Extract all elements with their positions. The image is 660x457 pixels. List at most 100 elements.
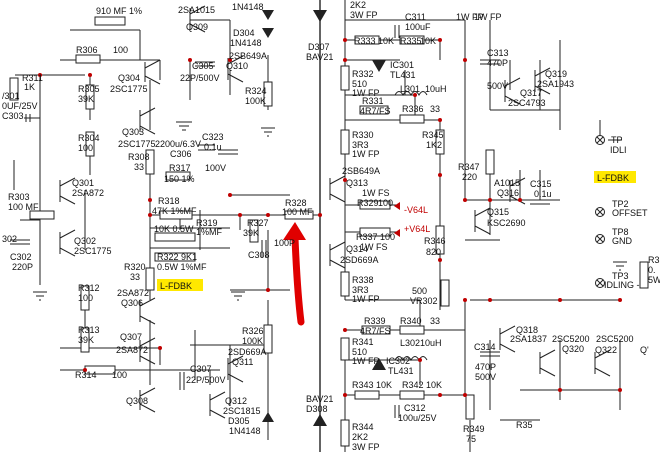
- label-t153: R344: [352, 422, 374, 432]
- label-t80: 2SC1815: [223, 406, 261, 416]
- label-t61: R312: [78, 283, 100, 293]
- label-t37: Q301: [72, 178, 94, 188]
- test-point-tp3[interactable]: [595, 278, 605, 288]
- tag-bg-l-fdbk-left: [157, 279, 203, 291]
- label-t184: Q': [640, 345, 649, 355]
- label-t94: TL431: [390, 70, 416, 80]
- diode-D304b: [262, 28, 274, 38]
- inductor-L301: [394, 91, 428, 97]
- ic-IC302: [372, 358, 386, 370]
- label-t145: IC302: [386, 356, 410, 366]
- diode-D307: [313, 10, 327, 22]
- resistor-R327: [249, 219, 259, 243]
- label-t137: 4R7/FS: [360, 326, 391, 336]
- label-t107: R345: [422, 130, 444, 140]
- label-t109: 2SB649A: [342, 166, 380, 176]
- test-points: [595, 135, 605, 288]
- cap-C311: [394, 25, 400, 38]
- label-t4: Q309: [186, 22, 208, 32]
- label-t126: +V64L: [404, 224, 430, 234]
- test-point-tp-idl[interactable]: [595, 135, 605, 145]
- resistor-R346: [435, 225, 445, 255]
- transistor-Q307: [139, 337, 156, 365]
- label-t85: D307: [308, 42, 330, 52]
- resistor-R341: [340, 337, 350, 361]
- ground-4: [231, 291, 245, 301]
- cap-C306: [198, 144, 215, 151]
- label-t19: R305: [78, 84, 100, 94]
- transistor-Q320: [539, 349, 556, 377]
- resistor-R306: [75, 54, 101, 64]
- label-t122: KSC2690: [487, 218, 526, 228]
- label-t100: L301: [400, 84, 420, 94]
- label-t125: 1W FS: [360, 242, 388, 252]
- label-t140: R341: [352, 337, 374, 347]
- label-t67: 39K: [78, 335, 94, 345]
- label-t129: R346: [424, 236, 446, 246]
- label-t174: IDLING -: [604, 280, 640, 290]
- resistor-R345: [435, 129, 445, 155]
- test-point-tp2[interactable]: [595, 207, 605, 217]
- transistor-Q306: [139, 297, 156, 325]
- test-point-tp8[interactable]: [595, 234, 605, 244]
- label-t117: A1015: [494, 178, 520, 188]
- label-t108: 1K2: [426, 140, 442, 150]
- transistor-Q322: [594, 349, 611, 377]
- label-t150: 100u/25V: [398, 413, 437, 423]
- label-t59: R320: [124, 262, 146, 272]
- resistor-R339: [361, 325, 391, 335]
- label-t136: R339: [364, 316, 386, 326]
- resistor-R337: [359, 227, 391, 237]
- label-t78: Q308: [126, 396, 148, 406]
- label-t123: R337: [356, 232, 378, 242]
- label-t88: R335: [400, 36, 422, 46]
- transistors: [59, 5, 611, 419]
- label-t70: R326: [242, 326, 264, 336]
- label-t162: Q319: [545, 69, 567, 79]
- inductors: [394, 91, 428, 362]
- resistor-R331: [359, 105, 389, 115]
- label-t7: 2SB649A: [229, 51, 267, 61]
- label-t5: D304: [233, 28, 255, 38]
- transistor-Q308: [139, 387, 156, 413]
- label-t74: R314: [75, 370, 97, 380]
- label-t8: R306: [76, 45, 98, 55]
- label-t40: 100 MF: [8, 202, 39, 212]
- transistor-Q316: [509, 177, 526, 205]
- label-t47: 39K: [243, 228, 259, 238]
- label-t167: IDLI: [610, 145, 627, 155]
- label-t87: R333 10K: [354, 36, 394, 46]
- cap-C314: [480, 351, 500, 357]
- label-t52: 302: [2, 234, 17, 244]
- label-t143: L302: [400, 338, 420, 348]
- label-t68: Q307: [120, 332, 142, 342]
- label-t139: 33: [430, 316, 440, 326]
- label-t169: TP2: [612, 199, 629, 209]
- label-t48: 100P: [274, 238, 295, 248]
- label-t172: GND: [612, 236, 633, 246]
- label-t82: 1N4148: [229, 426, 261, 436]
- label-t135: VR302: [410, 296, 438, 306]
- resistor-R305: [85, 84, 95, 110]
- transistor-Q304: [144, 59, 161, 85]
- label-t89: 10K: [420, 36, 436, 46]
- label-t39: R303: [8, 192, 30, 202]
- label-t53: Q302: [74, 236, 96, 246]
- diode-D305: [262, 412, 274, 422]
- label-t144: 10uH: [420, 338, 442, 348]
- label-t147: R343 10K: [352, 380, 392, 390]
- resistor-R347: [485, 149, 495, 175]
- label-t106: 1W FP: [352, 149, 380, 159]
- label-t84: 3W FP: [350, 10, 378, 20]
- label-t57: C302: [10, 252, 32, 262]
- rail-arrow-neg: [394, 202, 400, 210]
- label-t60: 33: [130, 272, 140, 282]
- label-t92: 1W FP: [456, 12, 484, 22]
- label-t17: 0UF/25V: [2, 101, 38, 111]
- label-t170: OFFSET: [612, 208, 648, 218]
- label-t31: C306: [170, 149, 192, 159]
- label-t29: C323: [202, 132, 224, 142]
- label-t71: 100K: [242, 336, 263, 346]
- label-t93: IC301: [390, 60, 414, 70]
- label-t102: R336: [402, 104, 424, 114]
